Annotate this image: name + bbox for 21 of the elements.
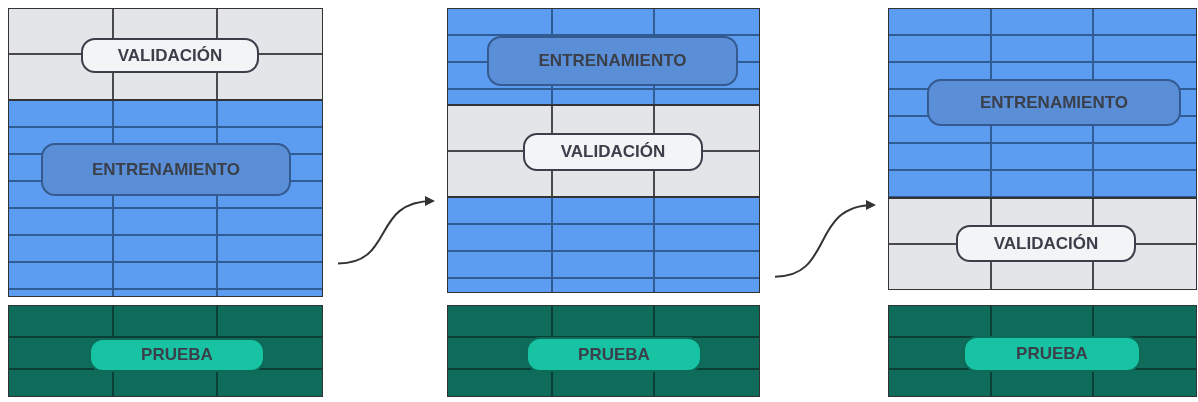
curved-arrow: [774, 200, 876, 278]
curved-arrow: [337, 196, 435, 265]
label-pill: PRUEBA: [89, 338, 265, 372]
label-pill: PRUEBA: [526, 337, 702, 372]
grid-block: [888, 305, 1197, 397]
label-pill: VALIDACIÓN: [956, 225, 1136, 262]
grid-block: [447, 305, 760, 397]
grid-block: [8, 100, 323, 297]
grid-block: [8, 8, 323, 100]
label-pill: VALIDACIÓN: [81, 38, 259, 73]
label-pill: ENTRENAMIENTO: [487, 36, 738, 86]
label-pill: ENTRENAMIENTO: [41, 143, 291, 196]
grid-block: [447, 8, 760, 105]
grid-block: [447, 197, 760, 293]
grid-block: [888, 8, 1197, 198]
grid-block: [8, 305, 323, 397]
grid-block: [888, 198, 1197, 290]
label-pill: ENTRENAMIENTO: [927, 79, 1181, 126]
label-pill: VALIDACIÓN: [523, 133, 703, 171]
grid-block: [447, 105, 760, 197]
label-pill: PRUEBA: [963, 336, 1141, 372]
